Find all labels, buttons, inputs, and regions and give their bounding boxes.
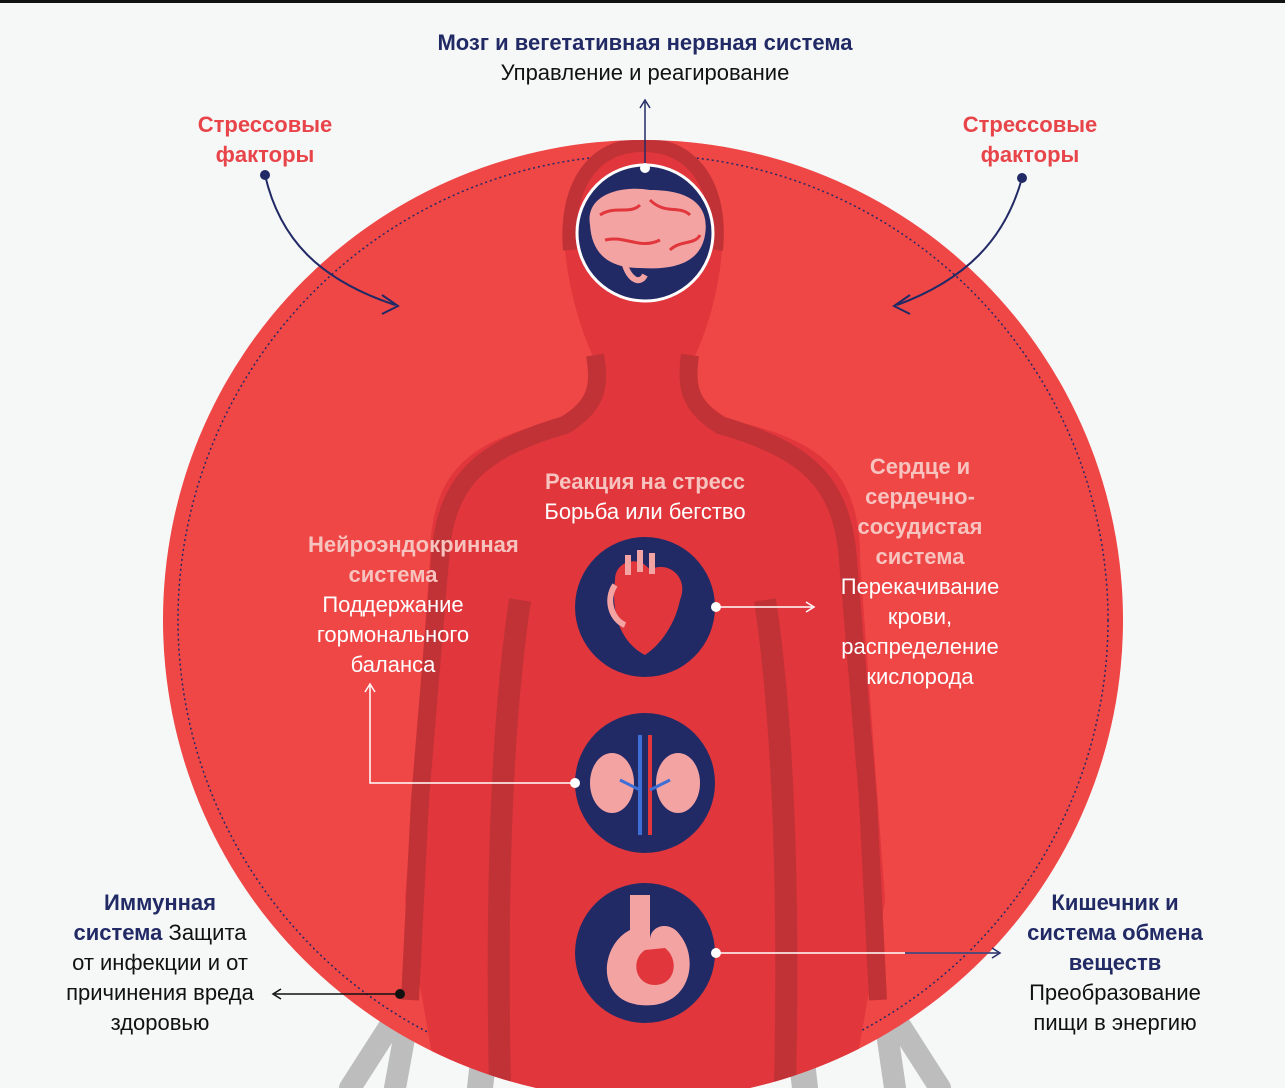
- cardio-label: Сердце и сердечно-сосудистая система Пер…: [815, 452, 1025, 692]
- stress-response-label: Реакция на стресс Борьба или бегство: [500, 467, 790, 527]
- neuroendocrine-label: Нейроэндокринная система Поддержание гор…: [268, 530, 519, 680]
- kidney-organ: [575, 713, 715, 853]
- immune-title: Иммунная система: [73, 890, 216, 945]
- stressors-left: Стрессовые факторы: [197, 112, 333, 167]
- immune-subtitle: Защита от инфекции и от причинения вреда…: [66, 920, 254, 1035]
- stomach-organ: [575, 883, 715, 1023]
- stress-response-title: Реакция на стресс: [544, 469, 746, 494]
- stressors-right: Стрессовые факторы: [962, 112, 1098, 167]
- neuroendocrine-title: Нейроэндокринная система: [308, 532, 519, 587]
- immune-label: Иммунная система Защита от инфекции и от…: [60, 888, 260, 1038]
- neuroendocrine-subtitle: Поддержание гормонального баланса: [316, 592, 470, 677]
- body-outline-vessels: [401, 140, 887, 1088]
- gut-label: Кишечник и система обмена веществ Преобр…: [1005, 888, 1225, 1038]
- gut-title: Кишечник и система обмена веществ: [1027, 890, 1203, 975]
- connectors: [260, 98, 1027, 1000]
- brain-title: Мозг и вегетативная нервная система: [437, 30, 853, 55]
- brain-subtitle: Управление и реагирование: [500, 60, 790, 85]
- brain-organ: [575, 163, 715, 303]
- heart-organ: [575, 537, 715, 677]
- stress-response-subtitle: Борьба или бегство: [544, 499, 746, 524]
- top-rule: [0, 0, 1285, 3]
- gut-subtitle: Преобразование пищи в энергию: [1029, 980, 1201, 1035]
- cardio-subtitle: Перекачивание крови, распределение кисло…: [840, 574, 1000, 689]
- cardio-title: Сердце и сердечно-сосудистая система: [857, 454, 983, 569]
- brain-label: Мозг и вегетативная нервная система Упра…: [340, 28, 950, 88]
